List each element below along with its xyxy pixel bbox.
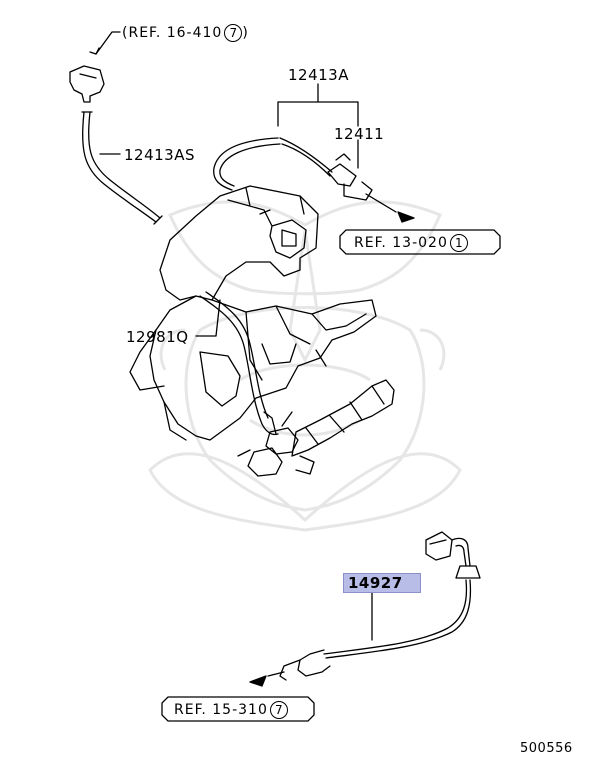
arrow-ref-bottom xyxy=(249,675,267,687)
hose-12981Q xyxy=(199,291,279,436)
sensor-12411 xyxy=(327,163,397,213)
ref-mid-num: 1 xyxy=(449,233,468,252)
ref-top-num: 7 xyxy=(224,23,243,42)
sensor-wire xyxy=(451,537,471,567)
sensor-probe xyxy=(279,649,331,681)
ref-mid-text: REF. 13-020 xyxy=(354,235,448,251)
label-12413AS[interactable]: 12413AS xyxy=(124,146,195,164)
ref-top-close: ) xyxy=(242,25,249,41)
engine-block xyxy=(159,185,319,301)
sensor-connector xyxy=(425,531,453,561)
ref-bottom-num: 7 xyxy=(269,700,288,719)
connector-block xyxy=(69,65,105,103)
intake-manifold xyxy=(149,295,377,441)
leader-12981Q xyxy=(195,299,221,337)
grommet xyxy=(455,565,481,579)
label-12981Q[interactable]: 12981Q xyxy=(126,328,189,346)
diagram-id: 500556 xyxy=(520,741,573,756)
refbox-bottom-frame xyxy=(161,696,315,722)
arrow-ref-top xyxy=(89,47,100,55)
hose-12413A xyxy=(213,137,281,191)
ref-bottom-text: REF. 15-310 xyxy=(174,702,268,718)
leader-ref-top xyxy=(95,31,121,55)
ref-top-text: (REF. 16-410 xyxy=(122,25,223,41)
label-14927-highlighted[interactable]: 14927 xyxy=(343,573,421,593)
label-12413A[interactable]: 12413A xyxy=(288,66,349,84)
refbox-mid-frame xyxy=(339,229,501,255)
fuel-rail xyxy=(291,379,395,457)
bracket-12413A xyxy=(277,83,359,127)
sensor-cable xyxy=(323,579,472,659)
arrow-ref-mid xyxy=(397,211,415,223)
hose-12413AS xyxy=(81,111,161,223)
watermark-emblem xyxy=(148,200,462,532)
label-12411[interactable]: 12411 xyxy=(334,125,385,143)
